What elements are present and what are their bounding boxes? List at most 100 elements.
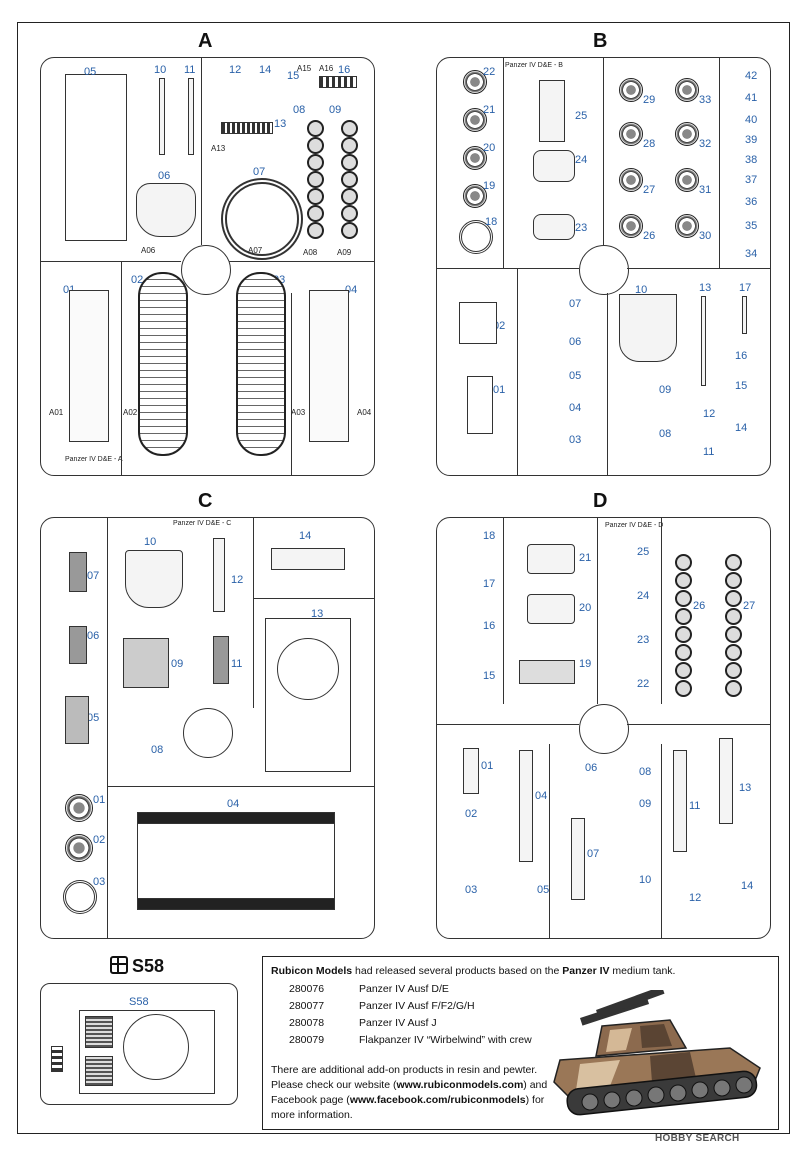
part-c04-hull-side [137, 812, 335, 910]
part-number: 17 [483, 578, 496, 590]
part-number: 11 [231, 658, 243, 670]
info-intro: Rubicon Models had released several prod… [271, 965, 676, 977]
part-number: 22 [483, 66, 496, 78]
part-a05-hull-floor [65, 74, 127, 241]
part-number: 24 [637, 590, 650, 602]
part-number: 08 [639, 766, 652, 778]
part-number: 16 [735, 350, 748, 362]
part-number: 01 [493, 384, 506, 396]
website-link[interactable]: www.rubiconmodels.com [396, 1079, 524, 1091]
part-number: 08 [151, 744, 164, 756]
part-number: 09 [639, 798, 652, 810]
sprue-b-tag: Panzer IV D&E - B [505, 62, 563, 69]
part-d13 [719, 738, 733, 824]
gate-label: A02 [123, 408, 138, 417]
sprue-d-frame: Panzer IV D&E - D 18 17 16 15 21 20 19 2… [436, 517, 771, 939]
part-number: 13 [311, 608, 324, 620]
gate-label: A06 [141, 246, 156, 255]
part-number: 14 [735, 422, 748, 434]
part-number: 12 [231, 574, 244, 586]
part-c12 [213, 538, 225, 612]
part-number: 02 [465, 808, 478, 820]
part-c07 [69, 552, 87, 592]
part-number: 06 [569, 336, 582, 348]
part-number: 06 [87, 630, 100, 642]
part-number: S58 [129, 996, 149, 1008]
part-number: 27 [643, 184, 656, 196]
part-number: 24 [575, 154, 588, 166]
part-number: 01 [481, 760, 494, 772]
sprue-s58-frame: S58 [40, 983, 238, 1105]
flakpanzer-illustration [553, 990, 761, 1116]
part-c10 [125, 550, 183, 608]
part-number: 21 [483, 104, 496, 116]
part-b17 [742, 296, 747, 334]
sprue-c-center-gate [183, 708, 233, 758]
part-a06 [136, 183, 196, 237]
sprue-d-tag: Panzer IV D&E - D [605, 522, 664, 529]
part-number: 13 [739, 782, 752, 794]
part-number: 20 [579, 602, 592, 614]
part-number: 05 [537, 884, 550, 896]
part-number: 16 [483, 620, 496, 632]
part-d20 [527, 594, 575, 624]
part-b01 [467, 376, 493, 434]
part-number: 42 [745, 70, 758, 82]
gate-label: A01 [49, 408, 64, 417]
part-number: 07 [587, 848, 600, 860]
gate-label: A08 [303, 248, 318, 257]
part-number: 03 [569, 434, 582, 446]
part-number: 16 [338, 64, 351, 76]
part-number: 10 [154, 64, 167, 76]
sprue-d-title: D [593, 490, 608, 512]
gate-label: A15 [297, 64, 312, 73]
sprue-b-center-gate [579, 245, 629, 295]
part-number: 10 [635, 284, 648, 296]
part-number: 11 [703, 446, 715, 458]
part-a13-track-links [221, 122, 273, 134]
part-number: 33 [699, 94, 712, 106]
part-number: 04 [569, 402, 582, 414]
gate-label: A03 [291, 408, 306, 417]
part-number: 28 [643, 138, 656, 150]
part-number: 36 [745, 196, 758, 208]
sprue-b-title: B [593, 30, 608, 52]
part-b13 [701, 296, 706, 386]
part-number: 09 [329, 104, 342, 116]
part-number: 21 [579, 552, 592, 564]
part-number: 12 [229, 64, 242, 76]
part-number: 41 [745, 92, 758, 104]
part-number: 02 [93, 834, 106, 846]
part-b25 [539, 80, 565, 142]
part-number: 08 [293, 104, 306, 116]
facebook-link[interactable]: www.facebook.com/rubiconmodels [349, 1094, 526, 1106]
part-number: 15 [735, 380, 748, 392]
part-number: 25 [637, 546, 650, 558]
part-number: 04 [535, 790, 548, 802]
part-a16 [319, 76, 357, 88]
sprue-d-center-gate [579, 704, 629, 754]
part-a11 [188, 78, 194, 155]
part-number: 38 [745, 154, 758, 166]
part-b02 [459, 302, 497, 344]
part-d07 [571, 818, 585, 900]
part-a02-track [138, 272, 188, 456]
part-number: 19 [579, 658, 592, 670]
part-number: 03 [93, 876, 106, 888]
part-c09 [123, 638, 169, 688]
part-d21 [527, 544, 575, 574]
part-number: 09 [171, 658, 184, 670]
part-number: 03 [465, 884, 478, 896]
part-number: 39 [745, 134, 758, 146]
part-number: 18 [485, 216, 498, 228]
part-number: 27 [743, 600, 756, 612]
part-number: 14 [299, 530, 312, 542]
part-number: 15 [483, 670, 496, 682]
page-frame [17, 22, 790, 1134]
part-c14 [271, 548, 345, 570]
sprue-c-title: C [198, 490, 213, 512]
part-d19 [519, 660, 575, 684]
part-number: 10 [144, 536, 157, 548]
part-b23 [533, 214, 575, 240]
